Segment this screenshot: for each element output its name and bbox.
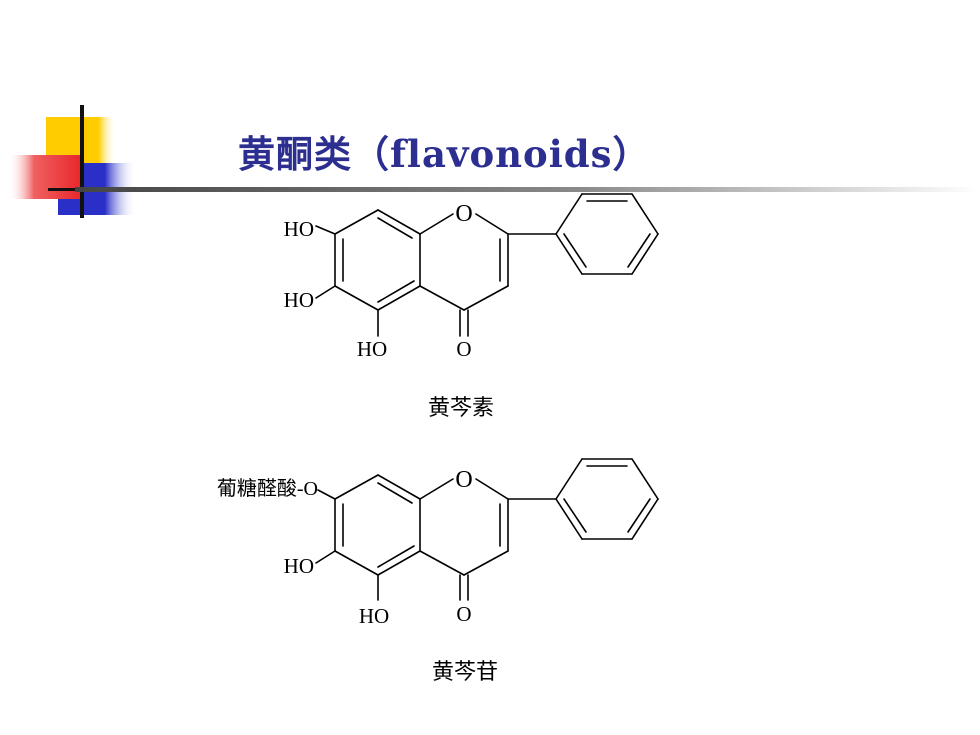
c6-hydroxyl-label: HO (284, 554, 314, 578)
c6-hydroxyl-label: HO (284, 288, 314, 312)
ring-oxygen-label: O (455, 467, 472, 493)
ring-oxygen-label: O (455, 201, 472, 227)
c5-hydroxyl-label: HO (359, 604, 389, 628)
title-underline (75, 187, 980, 192)
slide-title: 黄酮类（flavonoids） (238, 132, 651, 176)
compound-name-baicalin: 黄芩苷 (432, 660, 499, 685)
deco-red-square (8, 155, 82, 199)
c7-glucuronide-label: 葡糖醛酸-O (217, 477, 318, 500)
deco-vertical-bar (80, 105, 84, 218)
c5-hydroxyl-label: HO (357, 337, 387, 361)
bonds (315, 458, 659, 601)
bonds (315, 193, 659, 337)
carbonyl-oxygen-label: O (456, 337, 471, 361)
c7-hydroxyl-label: HO (284, 217, 314, 241)
carbonyl-oxygen-label: O (456, 602, 471, 626)
compound-name-baicalein: 黄芩素 (428, 396, 495, 421)
